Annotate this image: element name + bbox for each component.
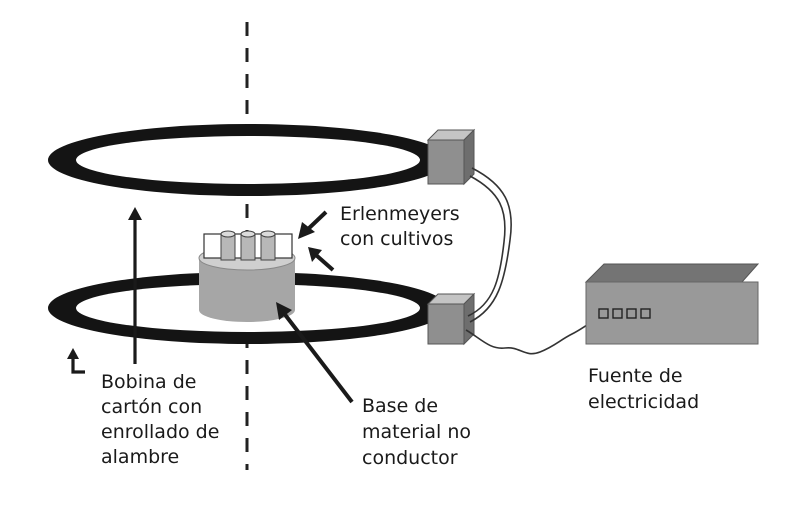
flasks-label-line-2: con cultivos (340, 228, 453, 250)
psu-button-3 (626, 308, 637, 319)
power-cable (465, 321, 593, 355)
base-label-line-3: conductor (362, 447, 458, 469)
psu-button-4 (640, 308, 651, 319)
bottom-connector-box (426, 292, 476, 346)
flask-arrow-lower (308, 247, 335, 272)
flask-tray (203, 230, 293, 261)
coil-label-line-4: alambre (101, 446, 179, 468)
coil-label-line-1: Bobina de (101, 371, 196, 393)
coil-link-wires (467, 167, 512, 323)
psu-button-1 (598, 308, 609, 319)
field-up-arrow (128, 207, 142, 364)
power-label-line-1: Fuente de (588, 365, 683, 387)
flask-3 (260, 230, 276, 261)
base-arrow (276, 302, 354, 404)
top-connector-box (426, 128, 476, 186)
power-supply-label: Fuente de electricidad (588, 365, 699, 413)
power-supply (584, 263, 760, 345)
flask-arrow-upper (298, 210, 328, 239)
flasks-label: Erlenmeyers con cultivos (340, 203, 466, 250)
top-coil-inner (76, 136, 420, 184)
psu-button-2 (612, 308, 623, 319)
coil-label-line-3: enrollado de (101, 421, 219, 443)
coil-label: Bobina de cartón con enrollado de alambr… (101, 371, 225, 468)
top-coil (48, 124, 448, 196)
base-label: Base de material no conductor (362, 395, 477, 469)
coil-label-line-2: cartón con (101, 396, 202, 418)
flasks-label-line-1: Erlenmeyers (340, 203, 460, 225)
flask-1 (220, 230, 236, 261)
base-label-line-2: material no (362, 421, 471, 443)
flask-2 (240, 230, 256, 261)
base-label-line-1: Base de (362, 395, 438, 417)
power-label-line-2: electricidad (588, 391, 699, 413)
coil-label-arrow (67, 348, 85, 374)
